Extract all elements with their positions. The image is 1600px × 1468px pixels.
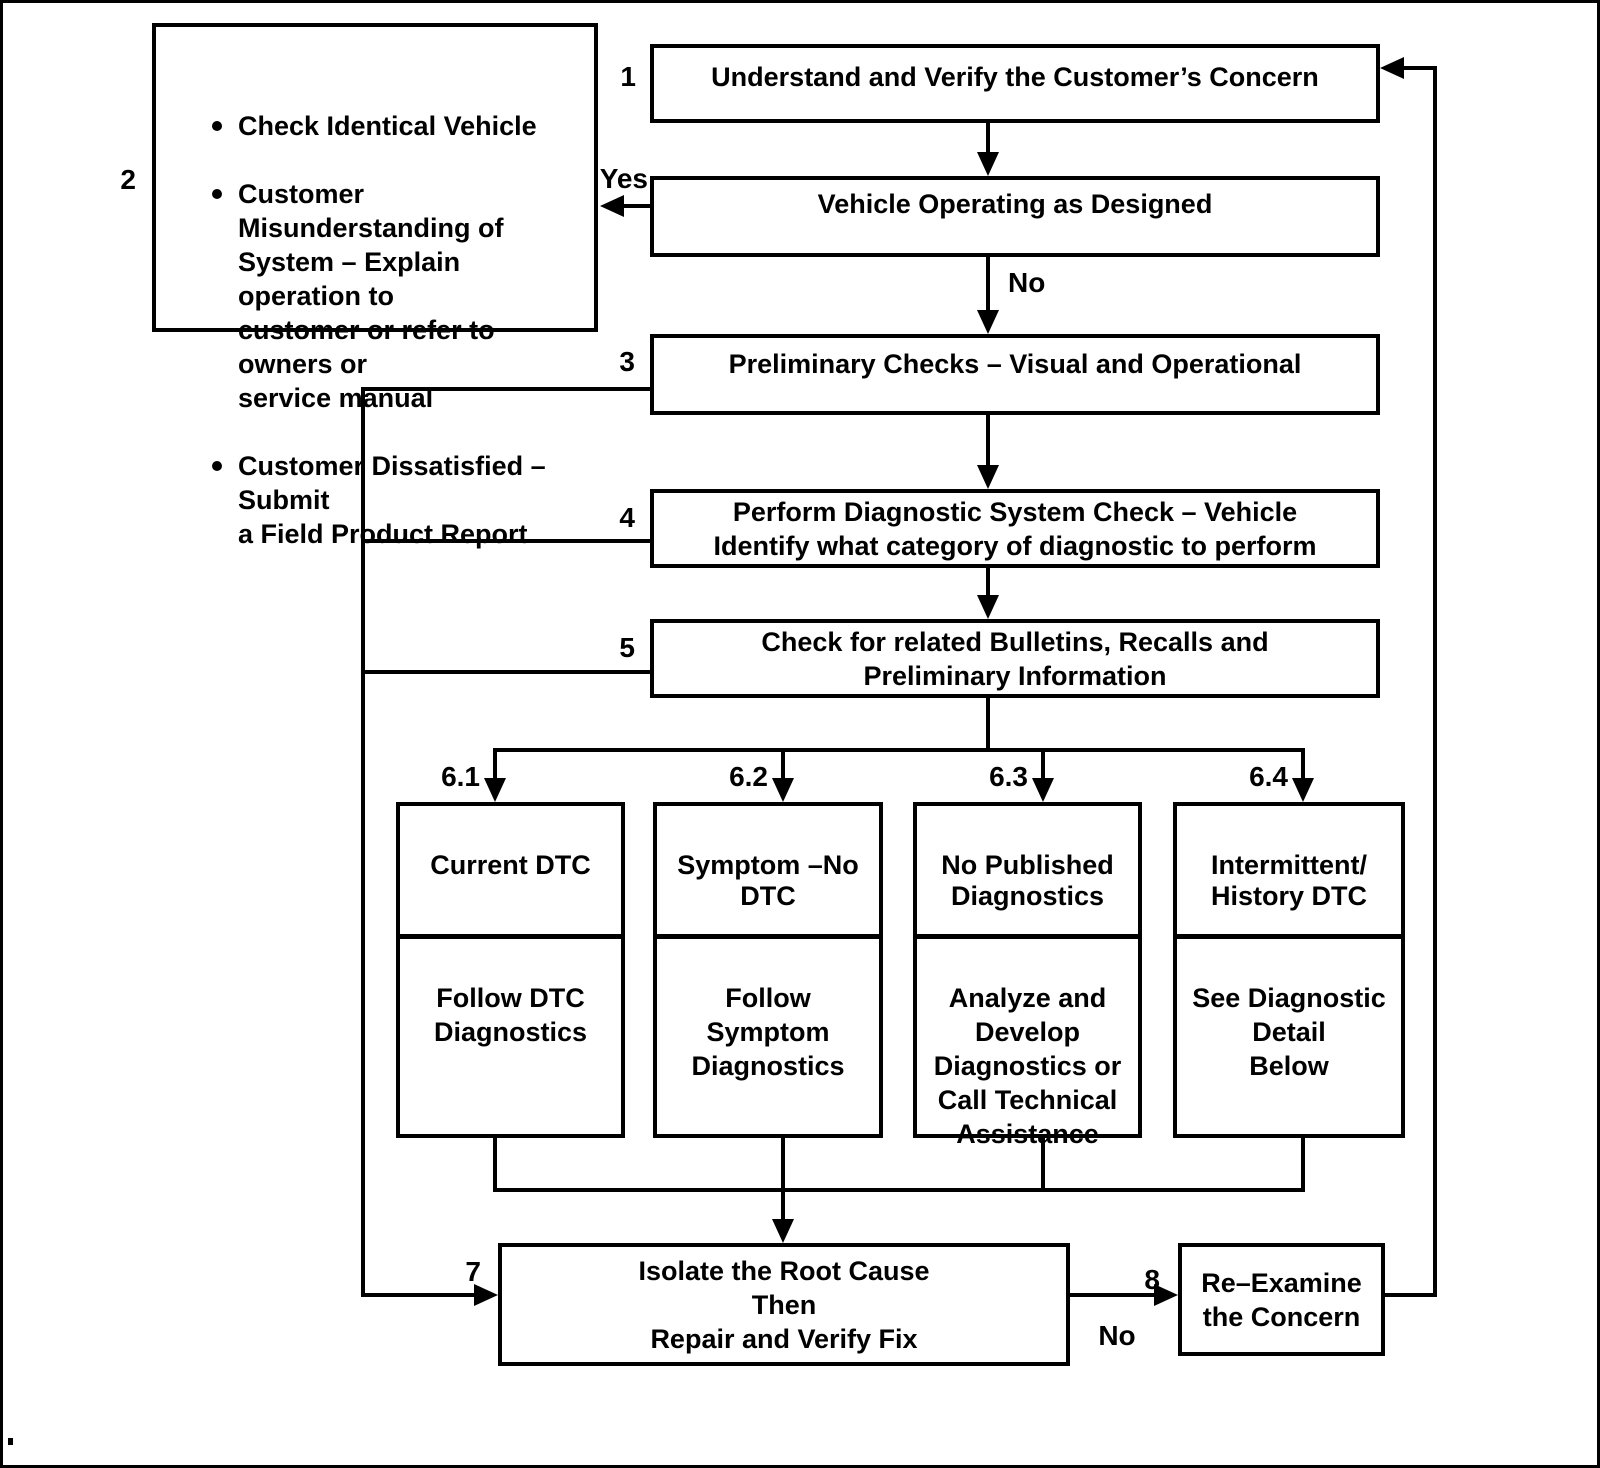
step-label-4: 4 bbox=[619, 502, 635, 533]
node-preliminary-checks-text: Preliminary Checks – Visual and Operatio… bbox=[728, 348, 1302, 379]
branch-header: Current DTC bbox=[400, 840, 621, 939]
node-check-bulletins: Check for related Bulletins, Recalls and… bbox=[650, 619, 1380, 698]
branch-body: Follow Symptom Diagnostics bbox=[691, 983, 845, 1081]
node-branch-no-published-diagnostics: No Published Diagnostics Analyze and Dev… bbox=[913, 802, 1142, 1149]
bullet-item: Check Identical Vehicle bbox=[212, 109, 580, 143]
scan-artifact-dot bbox=[8, 1438, 13, 1445]
node-customer-advisory: Check Identical Vehicle Customer Misunde… bbox=[152, 23, 598, 549]
step-label-6-1: 6.1 bbox=[441, 761, 480, 792]
node-reexamine-concern: Re–Examine the Concern bbox=[1178, 1243, 1385, 1356]
node-preliminary-checks: Preliminary Checks – Visual and Operatio… bbox=[650, 334, 1380, 415]
node-understand-concern-text: Understand and Verify the Customer’s Con… bbox=[711, 61, 1319, 92]
node-isolate-root-cause-text: Isolate the Root Cause Then Repair and V… bbox=[638, 1255, 930, 1354]
node-check-bulletins-text: Check for related Bulletins, Recalls and… bbox=[761, 626, 1269, 691]
step-label-5: 5 bbox=[619, 632, 635, 663]
bullet-item: Customer Dissatisfied – Submit a Field P… bbox=[212, 449, 580, 551]
step-label-2: 2 bbox=[120, 164, 136, 195]
branch-body: Analyze and Develop Diagnostics or Call … bbox=[933, 983, 1122, 1149]
node-diagnostic-system-check: Perform Diagnostic System Check – Vehicl… bbox=[650, 489, 1380, 568]
node-diagnostic-system-check-text: Perform Diagnostic System Check – Vehicl… bbox=[713, 496, 1317, 561]
branch-header: No Published Diagnostics bbox=[917, 840, 1138, 939]
node-reexamine-concern-text: Re–Examine the Concern bbox=[1201, 1267, 1362, 1332]
node-branch-symptom-no-dtc: Symptom –No DTC Follow Symptom Diagnosti… bbox=[653, 802, 883, 1138]
edge-label-yes: Yes bbox=[599, 163, 648, 194]
advisory-bullet-list: Check Identical Vehicle Customer Misunde… bbox=[156, 61, 594, 585]
branch-header: Intermittent/ History DTC bbox=[1177, 840, 1401, 939]
node-vod-text: Vehicle Operating as Designed bbox=[817, 188, 1213, 219]
branch-header: Symptom –No DTC bbox=[657, 840, 879, 939]
step-label-3: 3 bbox=[619, 346, 635, 377]
edge-label-no-down: No bbox=[1008, 267, 1046, 298]
step-label-8: 8 bbox=[1144, 1264, 1160, 1295]
node-branch-current-dtc: Current DTC Follow DTC Diagnostics bbox=[396, 802, 625, 1138]
node-isolate-root-cause: Isolate the Root Cause Then Repair and V… bbox=[498, 1243, 1070, 1366]
step-label-7: 7 bbox=[465, 1256, 481, 1287]
step-label-1: 1 bbox=[620, 61, 636, 92]
node-understand-concern: Understand and Verify the Customer’s Con… bbox=[650, 44, 1380, 123]
branch-body: Follow DTC Diagnostics bbox=[433, 983, 588, 1047]
branch-body: See Diagnostic Detail Below bbox=[1192, 983, 1386, 1081]
node-branch-intermittent-history-dtc: Intermittent/ History DTC See Diagnostic… bbox=[1173, 802, 1405, 1138]
step-label-6-2: 6.2 bbox=[729, 761, 768, 792]
step-label-6-4: 6.4 bbox=[1249, 761, 1288, 792]
node-vehicle-operating-as-designed: Vehicle Operating as Designed bbox=[650, 176, 1380, 257]
bullet-item: Customer Misunderstanding of System – Ex… bbox=[212, 177, 580, 415]
edge-label-no-right: No bbox=[1098, 1320, 1136, 1351]
step-label-6-3: 6.3 bbox=[989, 761, 1028, 792]
